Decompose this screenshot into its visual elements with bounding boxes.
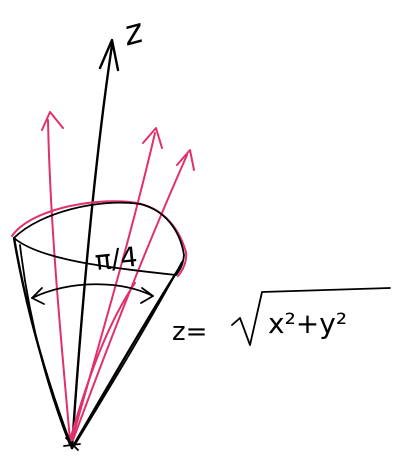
sqrt-sign [231, 287, 391, 346]
equation-lhs: z= [172, 317, 207, 347]
pink-ray-3 [72, 154, 188, 441]
z-axis-label: z [118, 11, 148, 55]
cross-section-left-arrow [31, 287, 45, 305]
pink-ray-3-arrowhead [176, 149, 195, 171]
cone-rim-front [13, 237, 177, 276]
cross-section-line [31, 283, 154, 299]
pink-ray-4 [69, 282, 136, 441]
cone-rim [13, 201, 185, 276]
cone-equation: z= x²+y² [172, 287, 391, 347]
z-axis [70, 38, 120, 450]
angle-label: π/4 [93, 242, 139, 277]
pink-ray-2-arrowhead [142, 127, 163, 149]
z-axis-arrowhead [98, 38, 120, 72]
pink-ray-2 [71, 132, 156, 441]
cone-apex-scribble [63, 437, 81, 451]
pink-ray-1-arrowhead [41, 111, 64, 131]
cone-right-side [70, 268, 180, 450]
cross-section-right-arrow [140, 287, 154, 304]
z-axis-line [70, 43, 114, 450]
cone-left-side-2 [19, 244, 71, 446]
cone-right-side-2 [73, 261, 183, 447]
pink-rays [41, 111, 195, 441]
equation-radicand: x²+y² [268, 307, 347, 340]
pink-ray-1 [47, 119, 71, 441]
